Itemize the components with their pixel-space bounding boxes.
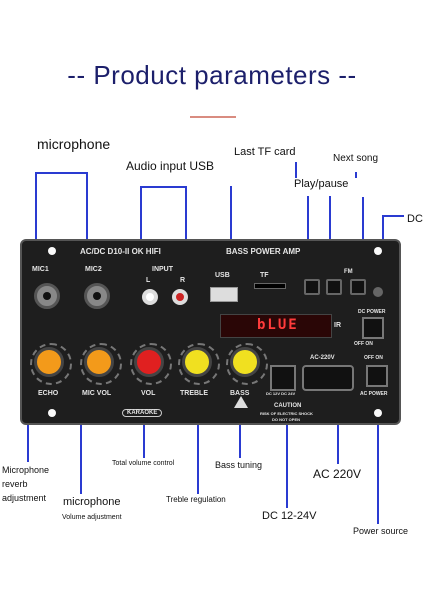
dc-off-on-label: OFF ON (354, 341, 373, 347)
pointer-line (35, 172, 37, 290)
mount-hole (374, 409, 382, 417)
fuse (373, 287, 383, 297)
mic2-label: MIC2 (85, 266, 102, 273)
usb-port[interactable] (210, 287, 238, 302)
mic-vol-label: MIC VOL (82, 390, 112, 397)
ac-power-switch[interactable] (366, 365, 388, 387)
pointer-line (295, 162, 297, 178)
tf-label: TF (260, 272, 269, 279)
pointer-line (80, 380, 82, 494)
dc-callout: DC (407, 213, 423, 225)
volume-adjustment-callout: Volume adjustment (62, 514, 122, 521)
pointer-line (382, 215, 404, 217)
bass-knob[interactable] (226, 343, 268, 385)
mic1-label: MIC1 (32, 266, 49, 273)
caution-label: CAUTION (274, 403, 302, 409)
dc-power-switch[interactable] (362, 317, 384, 339)
karaoke-badge: KARAOKE (122, 409, 163, 417)
next-song-callout: Next song (333, 153, 379, 164)
pointer-line (286, 378, 288, 508)
treble-label: TREBLE (180, 390, 208, 397)
page-title: -- Product parameters -- (67, 60, 357, 90)
fm-label: FM (344, 269, 353, 275)
next-button[interactable] (350, 279, 366, 295)
treble-regulation-callout: Treble regulation (166, 495, 226, 504)
input-l-label: L (146, 277, 151, 284)
pointer-line (197, 378, 199, 494)
ac-input-socket[interactable] (302, 365, 354, 391)
bass-label: BASS (230, 390, 250, 397)
dc-12-24v-callout: DC 12-24V (262, 510, 317, 522)
pointer-line (230, 186, 232, 282)
mount-hole (48, 247, 56, 255)
input-label: INPUT (152, 266, 173, 273)
treble-knob[interactable] (178, 343, 220, 385)
dc-input-jack[interactable] (270, 365, 296, 391)
title-underline (190, 116, 236, 118)
microphone-bottom-callout: microphone (63, 496, 121, 508)
power-source-callout: Power source (353, 526, 409, 536)
board-amp-label: BASS POWER AMP (226, 247, 301, 256)
pointer-line (377, 380, 379, 524)
mic-vol-knob[interactable] (80, 343, 122, 385)
pointer-line (355, 172, 357, 178)
dc-12-24-label: DC 12V DC 24V (266, 391, 296, 396)
amplifier-board: AC/DC D10-II OK HIFI BASS POWER AMP MIC1… (20, 239, 401, 425)
warning-triangle-icon (234, 396, 248, 408)
pointer-line (86, 172, 88, 290)
mount-hole (374, 247, 382, 255)
pointer-line (140, 186, 186, 188)
rca-left-jack[interactable] (142, 289, 158, 305)
ac-off-on-label: OFF ON (364, 355, 383, 361)
caution-sub-label: RISK OF ELECTRIC SHOCK (260, 411, 313, 416)
total-volume-callout: Total volume control (112, 460, 175, 467)
mic-reverb-callout: Microphone reverb adjustment (2, 465, 50, 503)
mic1-jack[interactable] (34, 283, 60, 309)
bass-tuning-callout: Bass tuning (215, 460, 263, 470)
echo-label: ECHO (38, 390, 59, 397)
vol-label: VOL (141, 390, 156, 397)
play-pause-button[interactable] (326, 279, 342, 295)
display-text: bLUE (257, 317, 299, 333)
ac-220v-callout: AC 220V (313, 467, 362, 481)
echo-knob[interactable] (30, 343, 72, 385)
caution-sub-label-2: DO NOT OPEN (272, 417, 301, 422)
rca-right-jack[interactable] (172, 289, 188, 305)
vol-knob[interactable] (130, 343, 172, 385)
usb-label: USB (215, 272, 230, 279)
dc-power-label: DC POWER (358, 309, 386, 315)
pointer-line (35, 172, 87, 174)
play-pause-callout: Play/pause (294, 178, 349, 190)
audio-input-usb-callout: Audio input USB (126, 159, 215, 173)
mount-hole (48, 409, 56, 417)
last-tf-card-callout: Last TF card (234, 146, 296, 158)
ac-power-label: AC POWER (360, 391, 388, 397)
led-display: bLUE (220, 314, 332, 338)
tf-card-slot[interactable] (254, 283, 286, 289)
input-r-label: R (180, 277, 186, 284)
ir-label: IR (334, 322, 341, 329)
mic2-jack[interactable] (84, 283, 110, 309)
board-model-label: AC/DC D10-II OK HIFI (80, 247, 161, 256)
previous-button[interactable] (304, 279, 320, 295)
microphone-callout: microphone (37, 136, 111, 152)
ac-220-label: AC-220V (310, 355, 335, 361)
